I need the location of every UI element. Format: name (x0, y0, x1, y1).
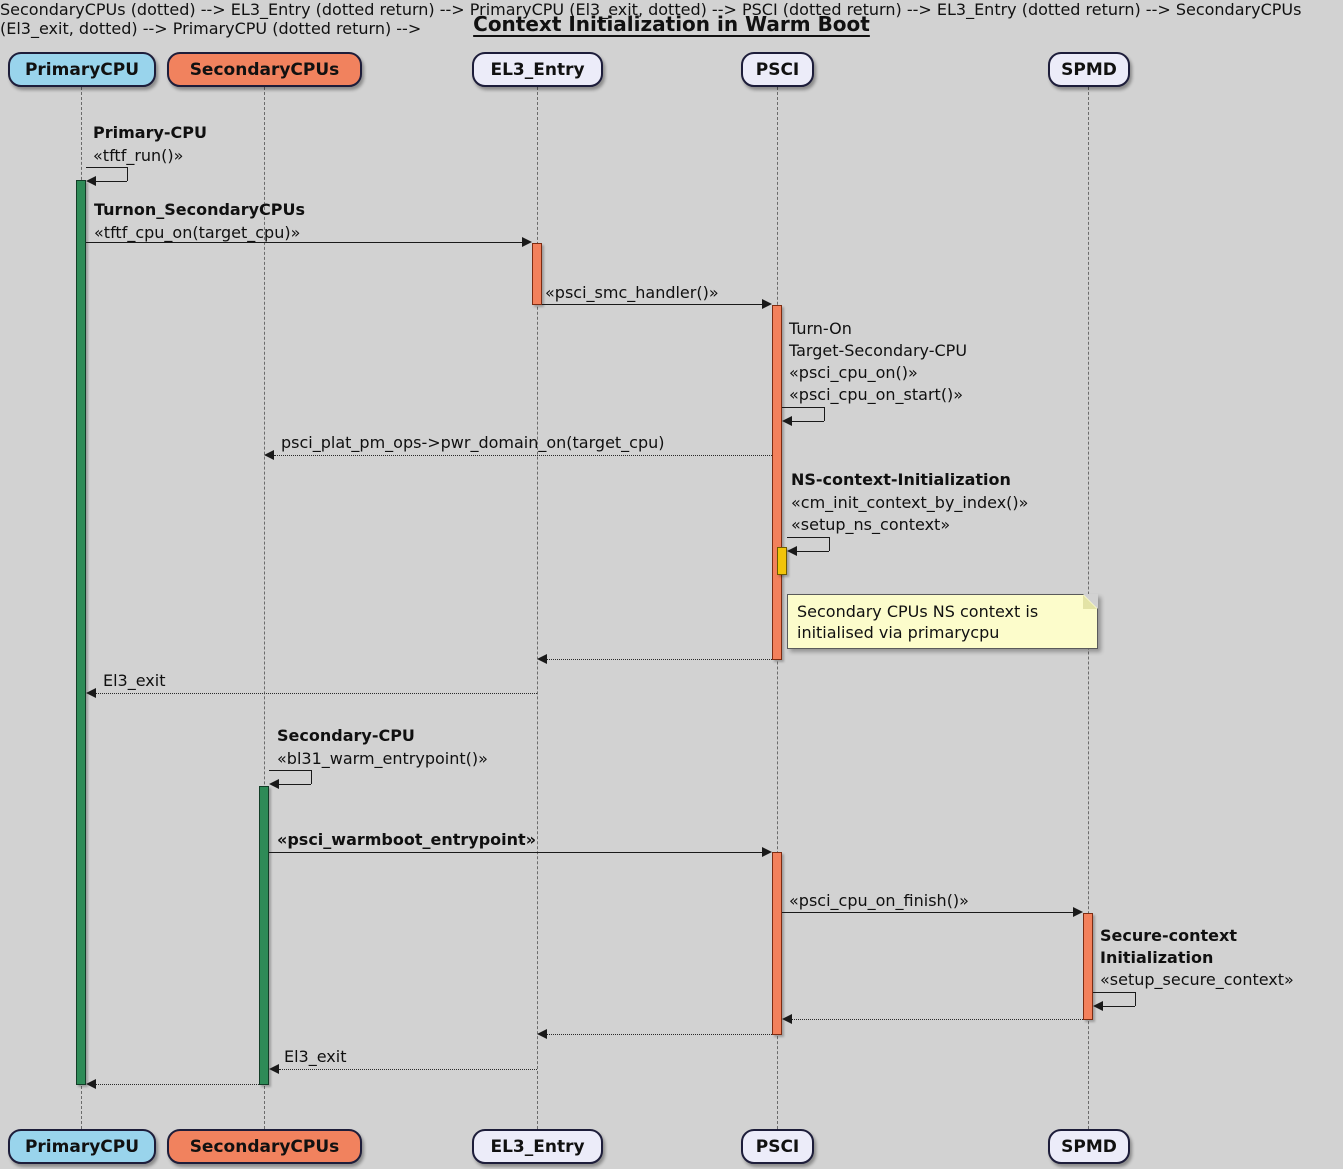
msg-tftf-run: «tftf_run()» (93, 146, 184, 165)
participant-primarycpu-top: PrimaryCPU (8, 52, 156, 87)
diagram-title: Context Initialization in Warm Boot (473, 12, 870, 36)
participant-secondarycpus-bottom: SecondaryCPUs (167, 1129, 362, 1164)
activation-secondarycpus (259, 786, 269, 1085)
msg-secure-context-l1: Secure-context (1100, 926, 1237, 945)
activation-spmd (1083, 913, 1093, 1020)
participant-el3-entry-top: EL3_Entry (472, 52, 603, 87)
self-arrow-psci1-bottom (792, 421, 824, 422)
activation-el3-entry-1 (532, 243, 542, 305)
activation-psci-ns-context (777, 547, 787, 575)
self-arrow-ns-top (787, 537, 829, 538)
note-line-1: Secondary CPUs NS context is (797, 602, 1039, 621)
msg-turn-on-l1: Turn-On (789, 319, 852, 338)
activation-psci-1 (772, 305, 782, 660)
arrowhead-smc-handler (762, 299, 772, 309)
msg-secondary-cpu-title: Secondary-CPU (277, 726, 415, 745)
arrowhead-return-psci-el3 (537, 654, 547, 664)
arrow-smc-handler-line (542, 304, 762, 305)
arrow-return-spmd-psci-line (792, 1019, 1083, 1020)
self-arrow-ns-side (829, 537, 830, 551)
arrowhead-return-secondary-primary (86, 1079, 96, 1089)
msg-psci-cpu-on-start: «psci_cpu_on_start()» (789, 385, 964, 404)
note-line-2: initialised via primarycpu (797, 623, 1000, 642)
activation-primarycpu (76, 180, 86, 1085)
activation-psci-2 (772, 852, 782, 1035)
arrowhead-self-psci1 (782, 416, 792, 426)
msg-psci-smc-handler: «psci_smc_handler()» (545, 283, 719, 302)
self-arrow-spmd-top (1093, 992, 1135, 993)
msg-cm-init-context: «cm_init_context_by_index()» (791, 493, 1029, 512)
self-arrow-secondary-bottom (279, 784, 311, 785)
arrowhead-pwr-domain-on (264, 450, 274, 460)
msg-secure-context-l2: Initialization (1100, 948, 1214, 967)
participant-primarycpu-bottom: PrimaryCPU (8, 1129, 156, 1164)
self-arrow-primary-bottom (96, 181, 127, 182)
participant-psci-bottom: PSCI (741, 1129, 814, 1164)
arrowhead-el3-exit-1 (86, 688, 96, 698)
arrowhead-warmboot (762, 847, 772, 857)
self-arrow-secondary-top (269, 770, 311, 771)
arrow-warmboot-line (269, 852, 762, 853)
arrowhead-return-psci2-el3 (537, 1029, 547, 1039)
arrowhead-el3-exit-2 (269, 1064, 279, 1074)
self-arrow-secondary-side (311, 770, 312, 784)
arrowhead-return-spmd-psci (782, 1014, 792, 1024)
arrow-cpu-on-finish-line (782, 912, 1073, 913)
participant-secondarycpus-top: SecondaryCPUs (167, 52, 362, 87)
participant-spmd-top: SPMD (1048, 52, 1130, 87)
arrow-el3-exit-2-line (279, 1069, 537, 1070)
msg-setup-secure-context: «setup_secure_context» (1100, 970, 1294, 989)
msg-el3-exit-1: El3_exit (103, 671, 166, 690)
arrow-return-psci-el3-line (547, 659, 772, 660)
self-arrow-primary-side (127, 167, 128, 181)
arrowhead-self-spmd (1093, 1001, 1103, 1011)
lifeline-secondarycpus (264, 87, 265, 1129)
msg-el3-exit-2: El3_exit (284, 1047, 347, 1066)
participant-el3-entry-bottom: EL3_Entry (472, 1129, 603, 1164)
lifeline-el3-entry (537, 87, 538, 1129)
arrowhead-cpu-on-finish (1073, 907, 1083, 917)
self-arrow-spmd-bottom (1103, 1006, 1135, 1007)
arrow-pwr-domain-on-line (274, 455, 772, 456)
self-arrow-psci1-side (824, 407, 825, 421)
note-ns-context: Secondary CPUs NS context is initialised… (787, 594, 1098, 649)
arrowhead-self-secondary (269, 779, 279, 789)
arrowhead-turnon (522, 237, 532, 247)
msg-psci-cpu-on-finish: «psci_cpu_on_finish()» (789, 891, 969, 910)
msg-pwr-domain-on: psci_plat_pm_ops->pwr_domain_on(target_c… (281, 433, 665, 452)
msg-turn-on-l2: Target-Secondary-CPU (789, 341, 968, 360)
self-arrow-primary-top (86, 167, 127, 168)
arrow-return-secondary-primary-line (96, 1084, 259, 1085)
msg-setup-ns-context: «setup_ns_context» (791, 515, 951, 534)
msg-ns-context-title: NS-context-Initialization (791, 470, 1011, 489)
participant-psci-top: PSCI (741, 52, 814, 87)
self-arrow-psci1-top (782, 407, 824, 408)
msg-psci-warmboot-entrypoint: «psci_warmboot_entrypoint» (277, 830, 537, 849)
arrow-return-psci2-el3-line (547, 1034, 772, 1035)
msg-bl31-warm-entrypoint: «bl31_warm_entrypoint()» (277, 749, 488, 768)
self-arrow-ns-bottom (797, 551, 829, 552)
arrow-turnon-line (86, 242, 522, 243)
msg-primary-cpu-title: Primary-CPU (93, 123, 207, 142)
self-arrow-spmd-side (1135, 992, 1136, 1006)
arrowhead-self-ns (787, 546, 797, 556)
msg-tftf-cpu-on: «tftf_cpu_on(target_cpu)» (94, 223, 301, 242)
msg-turnon-title: Turnon_SecondaryCPUs (94, 200, 306, 219)
participant-spmd-bottom: SPMD (1048, 1129, 1130, 1164)
arrow-el3-exit-1-line (96, 693, 537, 694)
arrowhead-self-primary (86, 176, 96, 186)
msg-psci-cpu-on: «psci_cpu_on()» (789, 363, 918, 382)
